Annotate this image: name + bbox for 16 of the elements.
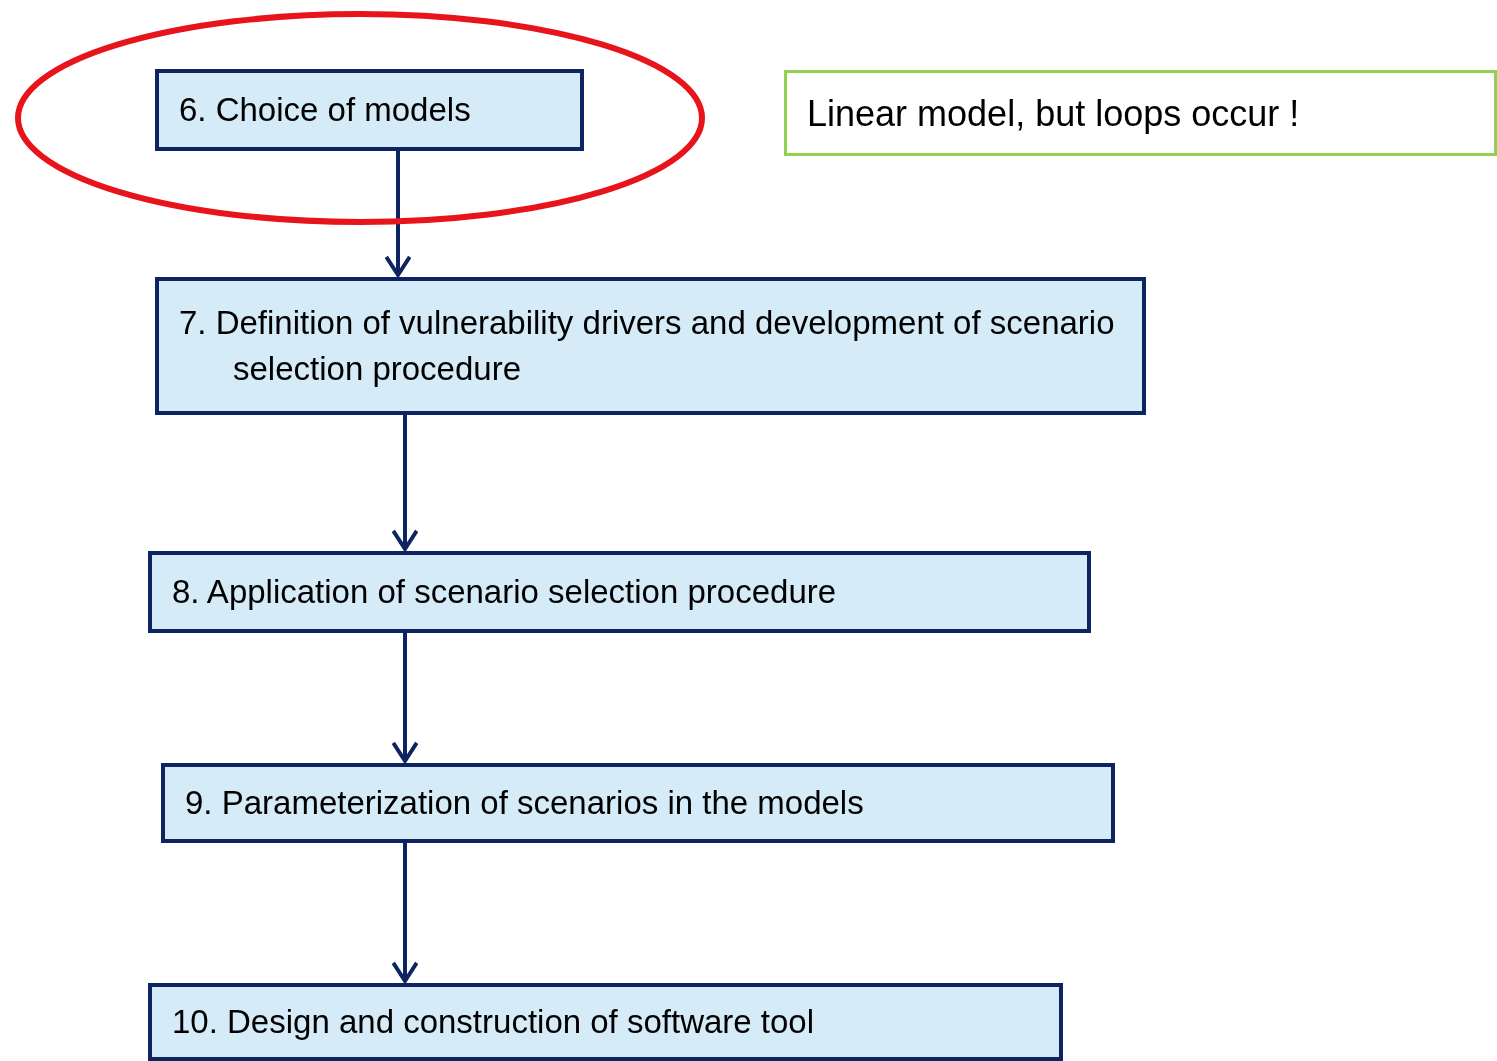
step-text: 9. Parameterization of scenarios in the models <box>185 782 865 823</box>
step-text: 7. Definition of vulnerability drivers and development of scenario selection procedure <box>179 302 1116 389</box>
arrow <box>391 843 419 983</box>
step-text: 8. Application of scenario selection procedure <box>172 571 838 612</box>
arrow <box>391 633 419 763</box>
process-box <box>148 983 1063 1061</box>
step-text: 6. Choice of models <box>179 89 472 130</box>
process-box <box>148 551 1091 633</box>
process-box <box>161 763 1115 843</box>
arrow <box>384 151 412 277</box>
process-box <box>155 277 1146 415</box>
note-text: Linear model, but loops occur ! <box>807 91 1300 136</box>
step-text: 10. Design and construction of software tool <box>172 1001 816 1042</box>
arrow <box>391 415 419 551</box>
note-box <box>784 70 1497 156</box>
process-box <box>155 69 584 151</box>
